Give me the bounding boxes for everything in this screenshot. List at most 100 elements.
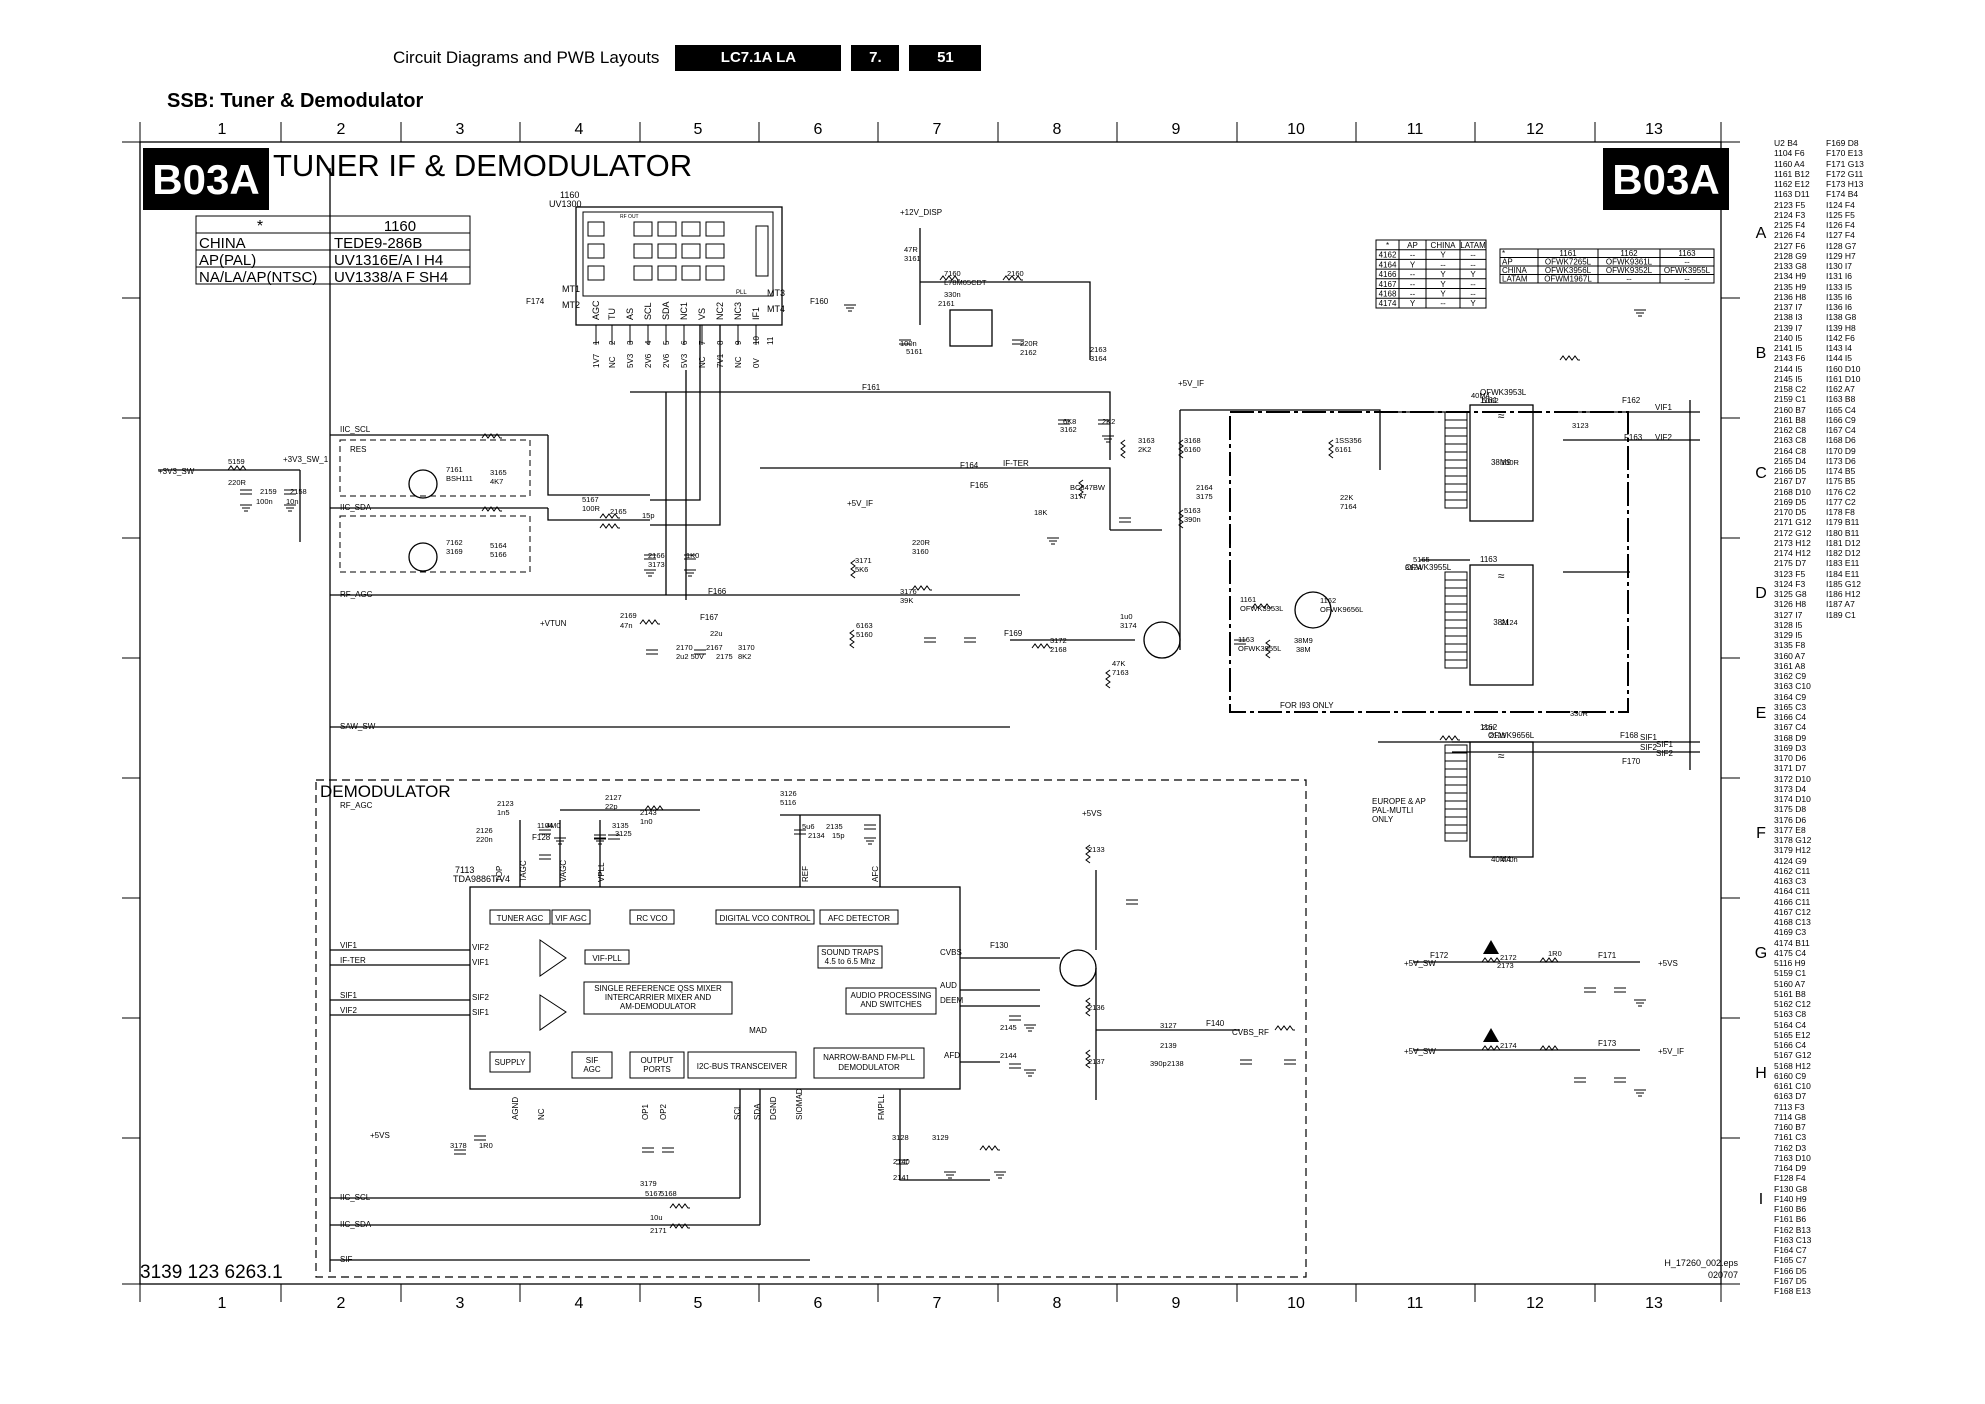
svg-text:PORTS: PORTS (643, 1065, 670, 1074)
svg-text:NA/LA/AP(NTSC): NA/LA/AP(NTSC) (199, 269, 317, 286)
svg-text:CHINA: CHINA (199, 235, 246, 252)
reference-column-1: U2 B4 1104 F6 1160 A4 1161 B12 1162 E12 … (1774, 138, 1812, 1296)
net-label: IIC_SCL (340, 425, 371, 434)
i93-region (1229, 411, 1629, 713)
svg-text:Y: Y (1440, 270, 1446, 279)
row-label: C (1755, 465, 1767, 482)
component-label: 3163 (1138, 436, 1155, 445)
svg-text:RC VCO: RC VCO (636, 914, 667, 923)
svg-text:NC: NC (537, 1108, 546, 1120)
svg-text:AGC: AGC (583, 1065, 601, 1074)
svg-text:DGND: DGND (769, 1096, 778, 1120)
component-label: 3126 (780, 789, 797, 798)
svg-text:4168: 4168 (1379, 290, 1397, 299)
svg-text:4: 4 (644, 340, 653, 345)
component-label: 2160 (1007, 269, 1024, 278)
component-label: 2171 (650, 1226, 667, 1235)
section-title: Circuit Diagrams and PWB Layouts (393, 48, 660, 67)
component-label: 2170 (676, 643, 693, 652)
svg-text:ONLY: ONLY (1372, 815, 1394, 824)
component-label: 39K (900, 596, 913, 605)
component-label: 220n (476, 835, 493, 844)
component-label: 47n (620, 621, 633, 630)
svg-text:SOUND TRAPS: SOUND TRAPS (821, 948, 879, 957)
svg-text:3: 3 (626, 340, 635, 345)
component-label: 2u2 50V (676, 652, 704, 661)
component-label: 2168 (1050, 645, 1067, 654)
net-label: +5VS (370, 1131, 390, 1140)
component-label: 2144 (1000, 1051, 1017, 1060)
net-label: IF-TER (340, 956, 366, 965)
component-label: 8K2 (738, 652, 751, 661)
component-label: 3179 (640, 1179, 657, 1188)
svg-text:≈: ≈ (1498, 749, 1505, 763)
component-label: 330n (944, 290, 961, 299)
svg-text:SIOMAD: SIOMAD (795, 1088, 804, 1120)
component-label: 3178 (450, 1141, 467, 1150)
svg-text:SIF: SIF (586, 1056, 599, 1065)
component-label: 3165 (490, 468, 507, 477)
test-point-label: F167 (700, 613, 719, 622)
svg-text:1: 1 (592, 340, 601, 345)
component-label: 2166 (648, 551, 665, 560)
component-label: 3174 (1120, 621, 1137, 630)
column-label-bottom: 8 (1053, 1295, 1062, 1312)
reference-column-2: F169 D8 F170 E13 F171 G13 F172 G11 F173 … (1826, 138, 1864, 620)
svg-text:VAGC: VAGC (559, 860, 568, 882)
component-label: 1162 (1320, 596, 1336, 605)
component-label: 2K2 (1102, 417, 1115, 426)
column-label-top: 1 (218, 121, 227, 138)
model-badge: LC7.1A LA (675, 45, 842, 71)
svg-text:--: -- (1470, 251, 1476, 260)
column-label-bottom: 13 (1645, 1295, 1663, 1312)
net-label: IIC_SCL (340, 1193, 371, 1202)
component-label: 2138 (1167, 1059, 1184, 1068)
svg-text:OFWK9352L: OFWK9352L (1606, 266, 1653, 275)
svg-text:4166: 4166 (1379, 270, 1397, 279)
component-label: 1n5 (497, 808, 510, 817)
component-label: 3135 (612, 821, 629, 830)
diagram-code-badge-left (143, 148, 269, 210)
svg-text:AP: AP (1407, 241, 1418, 250)
svg-text:AUD: AUD (940, 981, 957, 990)
component-label: 3172 (1050, 636, 1067, 645)
component-label: 7162 (446, 538, 463, 547)
component-label: 18K (1034, 508, 1047, 517)
component-label: 2141 (893, 1173, 910, 1182)
component-label: 47K (1112, 659, 1125, 668)
svg-text:I2C-BUS TRANSCEIVER: I2C-BUS TRANSCEIVER (697, 1062, 788, 1071)
component-label: 10u (650, 1213, 663, 1222)
test-point-label: F164 (960, 461, 979, 470)
component-label: 100n (256, 497, 273, 506)
component-label: 2173 (1497, 961, 1514, 970)
svg-text:DIGITAL VCO CONTROL: DIGITAL VCO CONTROL (719, 914, 811, 923)
component-label: 3164 (1090, 354, 1107, 363)
component-label: 2124 (1501, 618, 1518, 627)
svg-text:OFWK3955L: OFWK3955L (1405, 563, 1452, 572)
column-label-bottom: 7 (933, 1295, 942, 1312)
net-label: +12V_DISP (900, 208, 942, 217)
svg-text:*: * (1386, 241, 1389, 250)
saw-1163-freq: 38M (1493, 618, 1509, 627)
svg-text:DEEM: DEEM (940, 996, 963, 1005)
net-label: IF-TER (1003, 459, 1029, 468)
test-point-label: F168 (1620, 731, 1639, 740)
svg-text:OFWK3955L: OFWK3955L (1664, 266, 1711, 275)
svg-text:2: 2 (608, 340, 617, 345)
component-label: 2126 (476, 826, 493, 835)
svg-text:AP(PAL): AP(PAL) (199, 252, 256, 269)
saw-1162-freq: 40M4 (1491, 855, 1512, 864)
component-label: OFWK3955L (1238, 644, 1281, 653)
svg-text:--: -- (1410, 251, 1416, 260)
component-label: 3128 (892, 1133, 909, 1142)
component-label: 2164 (1196, 483, 1213, 492)
component-label: 220R (1020, 339, 1039, 348)
net-label: SIF1 (1640, 733, 1657, 742)
column-label-bottom: 3 (456, 1295, 465, 1312)
component-label: 3173 (648, 560, 665, 569)
component-label: 2127 (605, 793, 622, 802)
net-label: +5V_IF (1178, 379, 1204, 388)
svg-text:SIF2: SIF2 (472, 993, 489, 1002)
